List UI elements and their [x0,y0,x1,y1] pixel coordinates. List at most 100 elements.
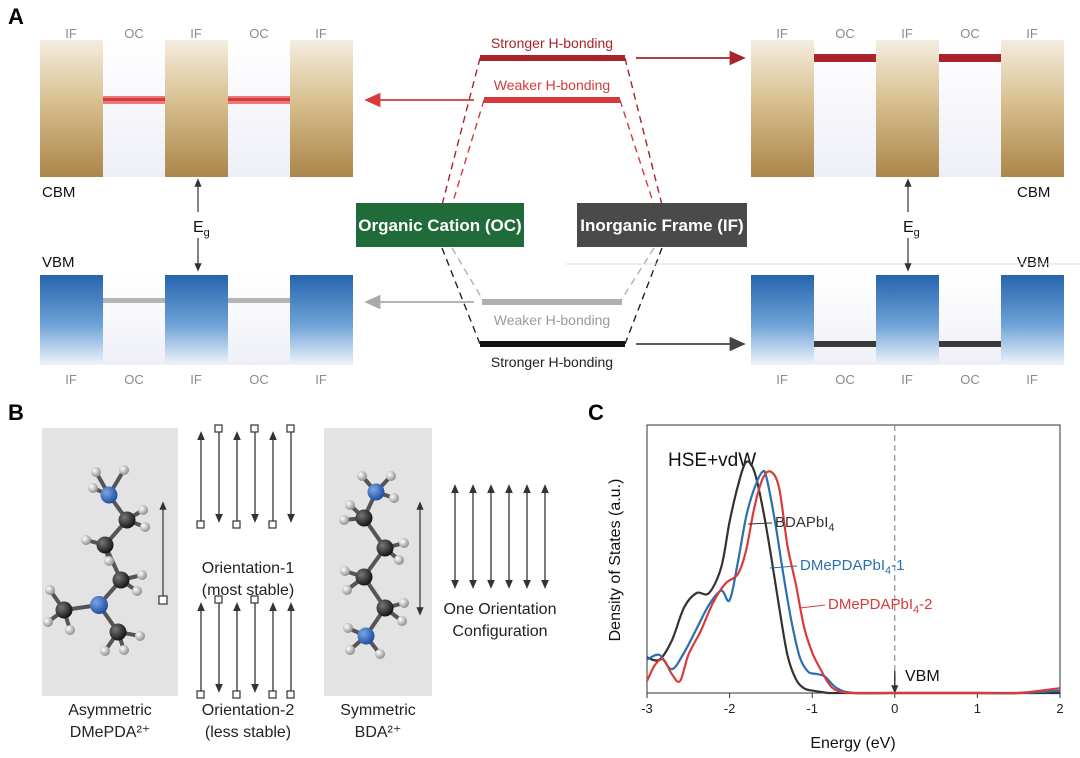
weaker-hbond-bottom-level [482,299,622,305]
stronger-hbond-top-label: Stronger H-bonding [491,35,613,51]
orientation-2-note: (less stable) [205,724,291,741]
vbm-marker-label: VBM [905,668,940,685]
if-band [40,40,103,177]
orientation-2-label: Orientation-2 [202,702,295,719]
vbm-left-diagram [40,275,353,365]
cbm-left-label: CBM [42,184,75,201]
x-tick-label: 2 [1056,701,1063,716]
col-label: OC [124,372,144,387]
sym-caption-2: BDA²⁺ [355,724,402,741]
cbm-right-label: CBM [1017,184,1050,201]
col-label: OC [249,26,269,41]
one-orientation-label: One Orientation [444,601,557,618]
orientation-arrows [196,424,549,699]
panel-b-label: B [8,400,24,425]
stronger-hbond-top-level [480,55,625,61]
cbm-right-diagram [751,40,1064,177]
if-band [876,40,939,177]
col-label: IF [190,26,202,41]
orientation-arrow-tail [250,424,259,433]
series-label-leader [769,565,798,569]
orientation-arrow-tail [286,690,295,699]
orientation-arrow-tail [268,520,277,529]
method-label: HSE+vdW [668,450,756,471]
orientation-arrow-tail [214,424,223,433]
col-label: IF [1026,26,1038,41]
if-band [751,275,814,365]
col-label: IF [901,372,913,387]
panel-a-label: A [8,4,24,29]
dos-chart: HSE+vdW Density of States (a.u.) Energy … [607,424,1064,752]
if-band [290,275,353,365]
oc-level [814,54,876,62]
x-tick-label: -2 [724,701,736,716]
col-label: OC [960,26,980,41]
orientation-arrow-tail [196,690,205,699]
if-band [751,40,814,177]
series-label: BDAPbI4 [775,514,834,534]
orientation-arrow-tail [250,595,259,604]
if-band [40,275,103,365]
orientation-arrow-tail [214,595,223,604]
orientation-arrow-tail [232,520,241,529]
orientation-1-note: (most stable) [202,582,294,599]
x-axis-label: Energy (eV) [810,735,895,752]
organic-cation-box [356,203,524,247]
orientation-arrow-tail [232,690,241,699]
col-label: IF [315,372,327,387]
inorganic-frame-label: Inorganic Frame (IF) [580,216,743,235]
asym-caption-2: DMePDA²⁺ [70,724,150,741]
if-band [165,275,228,365]
weaker-hbond-top-level [484,97,620,103]
series-label-leader [747,522,773,525]
panel-c-label: C [588,400,604,425]
if-band [290,40,353,177]
eg-right-label: Eg [903,219,920,239]
bda-atoms [339,471,409,659]
if-band [1001,275,1064,365]
col-label: IF [1026,372,1038,387]
if-band [165,40,228,177]
series-label: DMePDAPbI4-2 [828,596,933,616]
sym-caption-1: Symmetric [340,702,416,719]
eg-left-label: Eg [193,219,210,239]
oc-level [814,341,876,347]
orientation-arrow-tail [268,690,277,699]
col-label: OC [960,372,980,387]
x-tick-label: 0 [891,701,898,716]
col-label: IF [315,26,327,41]
weaker-hbond-top-label: Weaker H-bonding [494,77,610,93]
if-band [876,275,939,365]
col-label: IF [190,372,202,387]
col-label: OC [835,26,855,41]
vbm-right-label: VBM [1017,254,1050,271]
orientation-arrow-tail [196,520,205,529]
col-label: OC [124,26,144,41]
x-tick-label: -3 [641,701,653,716]
if-band [1001,40,1064,177]
oc-level [228,298,290,303]
orientation-1-label: Orientation-1 [202,560,295,577]
one-orientation-label-2: Configuration [452,623,547,640]
stronger-hbond-bottom-label: Stronger H-bonding [491,354,613,370]
col-label: IF [65,26,77,41]
dos-series-BDAPbI4 [646,460,1060,695]
col-label: IF [65,372,77,387]
col-label: OC [249,372,269,387]
orientation-arrow-tail [286,424,295,433]
col-label: IF [776,372,788,387]
col-label: OC [835,372,855,387]
weaker-hbond-bottom-label: Weaker H-bonding [494,312,610,328]
oc-level [939,54,1001,62]
oc-level [939,341,1001,347]
dipole-tail [158,595,168,605]
y-axis-label: Density of States (a.u.) [607,479,624,642]
series-label: DMePDAPbI4-1 [800,557,905,577]
dos-series-DMePDAPbI4-2 [646,470,1061,695]
col-label: IF [901,26,913,41]
asym-caption-1: Asymmetric [68,702,152,719]
cbm-left-diagram [40,40,353,177]
x-tick-label: 1 [974,701,981,716]
inorganic-frame-box [577,203,747,247]
